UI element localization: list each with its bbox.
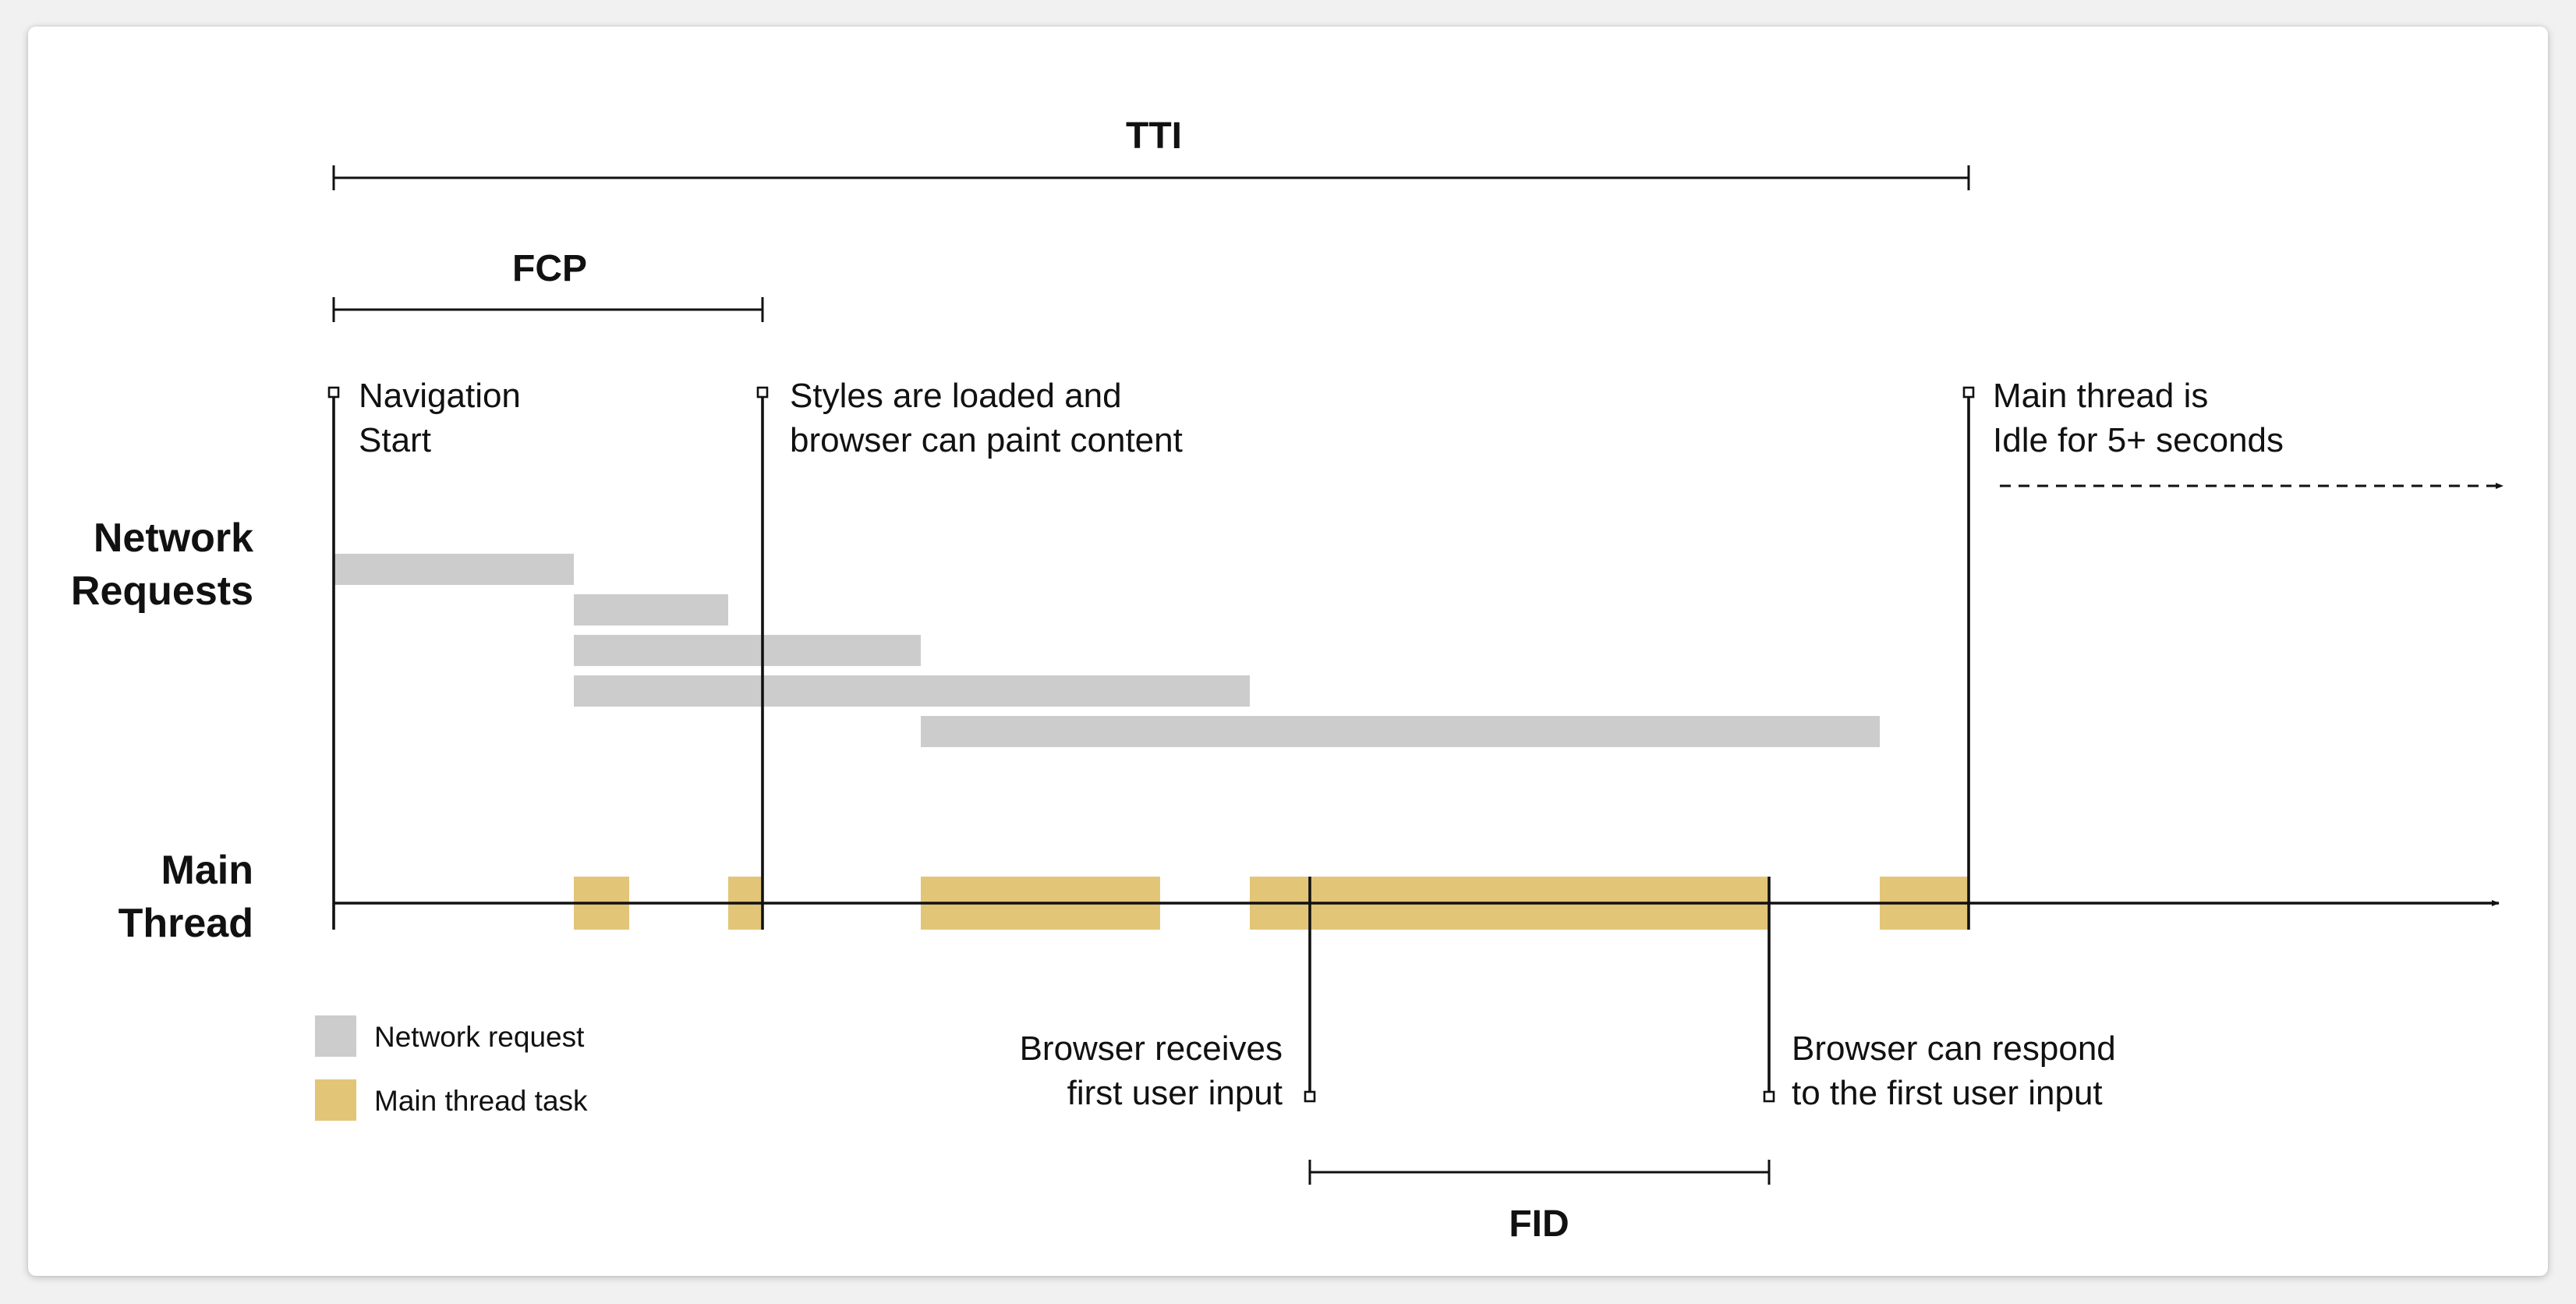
row-label-network-line1: Network bbox=[94, 516, 253, 561]
network-request-bar bbox=[574, 675, 1250, 707]
tti-span: TTI bbox=[332, 115, 1970, 190]
annotation-navigation-start: Navigation Start bbox=[359, 377, 521, 459]
annotation-styles-loaded-line1: Styles are loaded and bbox=[790, 377, 1122, 415]
fid-label: FID bbox=[1509, 1203, 1569, 1245]
row-label-network: Network Requests bbox=[71, 516, 253, 614]
annotation-can-respond: Browser can respond to the first user in… bbox=[1792, 1029, 2116, 1112]
tti-label: TTI bbox=[1126, 115, 1182, 157]
annotation-idle: Main thread is Idle for 5+ seconds bbox=[1993, 377, 2284, 459]
navigation-start-marker bbox=[327, 386, 340, 399]
row-label-main-line2: Thread bbox=[119, 901, 253, 946]
annotation-styles-loaded: Styles are loaded and browser can paint … bbox=[790, 377, 1183, 459]
row-label-main-thread: Main Thread bbox=[119, 848, 253, 946]
row-label-main-line1: Main bbox=[161, 848, 253, 893]
legend-task-label: Main thread task bbox=[374, 1085, 588, 1117]
network-request-bar bbox=[334, 554, 574, 585]
fcp-span: FCP bbox=[332, 248, 764, 322]
legend-network-label: Network request bbox=[374, 1021, 585, 1053]
network-request-bar bbox=[574, 594, 728, 625]
annotation-can-respond-line1: Browser can respond bbox=[1792, 1029, 2116, 1068]
legend-network-swatch bbox=[315, 1015, 356, 1057]
network-requests bbox=[334, 554, 1880, 747]
diagram-card bbox=[28, 27, 2548, 1276]
network-request-bar bbox=[921, 716, 1880, 747]
first-input-marker bbox=[1304, 1090, 1316, 1103]
fcp-label: FCP bbox=[512, 248, 587, 289]
annotation-styles-loaded-line2: browser can paint content bbox=[790, 421, 1183, 459]
annotation-navigation-start-line2: Start bbox=[359, 421, 431, 459]
row-label-network-line2: Requests bbox=[71, 569, 253, 614]
annotation-can-respond-line2: to the first user input bbox=[1792, 1074, 2103, 1112]
annotation-idle-line2: Idle for 5+ seconds bbox=[1993, 421, 2284, 459]
annotation-idle-line1: Main thread is bbox=[1993, 377, 2208, 415]
annotation-navigation-start-line1: Navigation bbox=[359, 377, 521, 415]
network-request-bar bbox=[574, 635, 921, 666]
annotation-receives-input-line1: Browser receives bbox=[1020, 1029, 1283, 1068]
legend-task-swatch bbox=[315, 1079, 356, 1121]
fcp-marker bbox=[756, 386, 769, 399]
input-response-marker bbox=[1763, 1090, 1775, 1103]
fid-span: FID bbox=[1308, 1160, 1771, 1245]
legend: Network request Main thread task bbox=[315, 1015, 588, 1121]
tti-marker bbox=[1962, 386, 1975, 399]
annotation-receives-input-line2: first user input bbox=[1067, 1074, 1283, 1112]
annotation-receives-input: Browser receives first user input bbox=[1020, 1029, 1283, 1112]
